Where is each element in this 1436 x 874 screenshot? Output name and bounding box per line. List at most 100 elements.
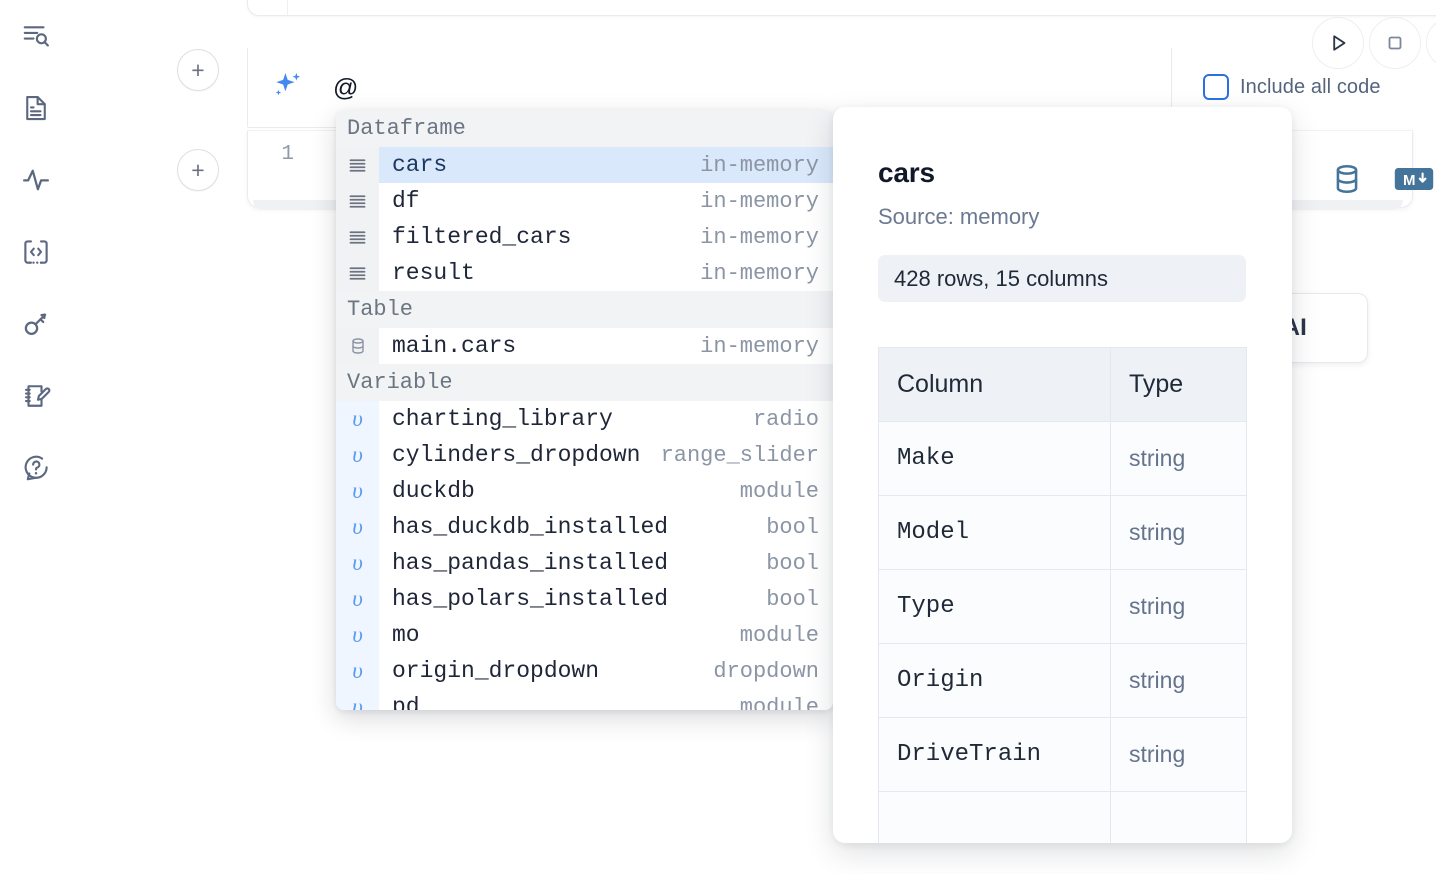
- autocomplete-item-name: main.cars: [392, 333, 517, 359]
- variable-icon: υ: [336, 689, 379, 710]
- variable-icon: υ: [336, 437, 379, 473]
- stop-button[interactable]: [1369, 17, 1421, 69]
- include-all-code-row[interactable]: Include all code: [1203, 74, 1381, 100]
- schema-column-name: Make: [878, 421, 1111, 496]
- autocomplete-item-type: in-memory: [700, 152, 819, 178]
- autocomplete-item-type: module: [739, 694, 819, 711]
- autocomplete-item-name: mo: [392, 622, 420, 648]
- database-icon[interactable]: [1330, 162, 1364, 196]
- autocomplete-item[interactable]: υ has_polars_installed bool: [336, 581, 833, 617]
- key-icon[interactable]: [14, 302, 58, 346]
- schema-column-type: string: [1110, 717, 1247, 792]
- table-header-row: Column Type: [878, 347, 1247, 422]
- autocomplete-item[interactable]: υ charting_library radio: [336, 401, 833, 437]
- document-icon[interactable]: [14, 86, 58, 130]
- variable-icon: υ: [336, 473, 379, 509]
- schema-column-type: string: [1110, 421, 1247, 496]
- variable-icon: υ: [336, 401, 379, 437]
- add-cell-button-bottom[interactable]: +: [177, 149, 219, 191]
- run-button[interactable]: [1312, 17, 1364, 69]
- ai-prompt-input[interactable]: [333, 70, 1113, 106]
- variable-icon: υ: [336, 653, 379, 689]
- file-search-icon[interactable]: [14, 14, 58, 58]
- autocomplete-item-name: duckdb: [392, 478, 475, 504]
- autocomplete-item-type: in-memory: [700, 188, 819, 214]
- sparkle-icon: [268, 68, 306, 106]
- autocomplete-item-type: module: [739, 478, 819, 504]
- markdown-icon[interactable]: M: [1394, 165, 1434, 193]
- autocomplete-item-name: pd: [392, 694, 420, 710]
- autocomplete-section-header: Table: [336, 291, 833, 328]
- variable-icon: υ: [336, 581, 379, 617]
- activity-icon[interactable]: [14, 158, 58, 202]
- autocomplete-item-type: radio: [752, 406, 819, 432]
- autocomplete-item-type: bool: [766, 586, 819, 612]
- preview-source: Source: memory: [878, 204, 1040, 229]
- code-snippet-icon[interactable]: [14, 230, 58, 274]
- autocomplete-item-body: cars in-memory: [379, 147, 833, 183]
- autocomplete-item-name: has_polars_installed: [392, 586, 669, 612]
- autocomplete-item-body: charting_library radio: [379, 401, 833, 437]
- autocomplete-item-name: cars: [392, 152, 448, 178]
- autocomplete-item-name: result: [392, 260, 475, 286]
- autocomplete-item-type: dropdown: [713, 658, 819, 684]
- svg-text:M: M: [1403, 172, 1416, 189]
- dataframe-icon: [336, 255, 379, 291]
- variable-icon: υ: [336, 545, 379, 581]
- autocomplete-item-name: df: [392, 188, 420, 214]
- dataframe-icon: [336, 147, 379, 183]
- autocomplete-item-body: has_duckdb_installed bool: [379, 509, 833, 545]
- schema-column-name: Origin: [878, 643, 1111, 718]
- autocomplete-item[interactable]: df in-memory: [336, 183, 833, 219]
- dataframe-preview-panel: cars Source: memory 428 rows, 15 columns…: [833, 107, 1292, 843]
- autocomplete-item[interactable]: main.cars in-memory: [336, 328, 833, 364]
- autocomplete-item-type: in-memory: [700, 333, 819, 359]
- add-cell-button-top[interactable]: +: [177, 49, 219, 91]
- schema-column-name: DriveTrain: [878, 717, 1111, 792]
- column-header-type: Type: [1110, 347, 1247, 422]
- autocomplete-section-header: Variable: [336, 364, 833, 401]
- autocomplete-item-body: df in-memory: [379, 183, 833, 219]
- autocomplete-item-name: has_pandas_installed: [392, 550, 669, 576]
- autocomplete-item[interactable]: cars in-memory: [336, 147, 833, 183]
- previous-cell-gutter: [248, 0, 288, 15]
- autocomplete-item-type: bool: [766, 514, 819, 540]
- autocomplete-item-name: has_duckdb_installed: [392, 514, 669, 540]
- notepad-edit-icon[interactable]: [14, 374, 58, 418]
- previous-cell-card: [247, 0, 1436, 16]
- help-chat-icon[interactable]: [14, 446, 58, 490]
- cell-action-icons: M: [1330, 162, 1434, 196]
- autocomplete-item-type: in-memory: [700, 224, 819, 250]
- table-db-icon: [336, 328, 379, 364]
- autocomplete-item-body: pd module: [379, 689, 833, 710]
- include-all-code-checkbox[interactable]: [1203, 74, 1229, 100]
- table-row: [878, 791, 1247, 843]
- preview-title: cars: [878, 157, 935, 188]
- dataframe-icon: [336, 219, 379, 255]
- autocomplete-item-name: cylinders_dropdown: [392, 442, 641, 468]
- autocomplete-section-header: Dataframe: [336, 110, 833, 147]
- autocomplete-item-body: has_polars_installed bool: [379, 581, 833, 617]
- autocomplete-item-name: charting_library: [392, 406, 613, 432]
- column-header-column: Column: [878, 347, 1111, 422]
